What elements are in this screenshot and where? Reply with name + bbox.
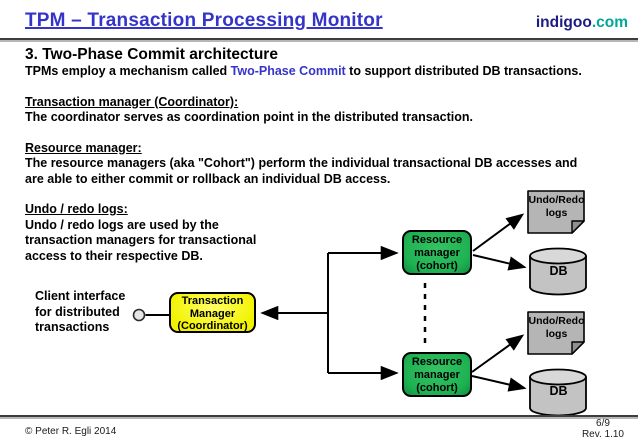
intro-pre: TPMs employ a mechanism called [25,64,231,78]
logo-tld: .com [591,14,628,31]
rm-label-line: (cohort) [416,382,458,394]
rm-label-line: manager [414,369,460,381]
revision-number: Rev. 1.10 [581,429,624,440]
undo-redo-label-bottom: Undo/Redo logs [528,315,585,340]
subsection-line: The resource managers (aka "Cohort") per… [25,156,578,170]
arrow-to-undo-redo-bottom [471,334,525,373]
db-cylinder-bottom [529,368,587,417]
client-label-line: for distributed [35,304,120,319]
logo-name: indigoo [535,14,592,31]
tm-label-line: (Coordinator) [177,320,248,332]
subsection-line: transaction managers for transactional [25,233,257,247]
section-resource-manager: Resource manager: The resource managers … [25,141,627,188]
intro-paragraph: TPMs employ a mechanism called Two-Phase… [25,64,627,80]
rm-label-line: Resource [411,234,463,246]
subsection-line: The coordinator serves as coordination p… [25,110,473,124]
slide-body-text: 3. Two-Phase Commit architecture TPMs em… [25,46,627,264]
client-port-circle [132,308,146,322]
transaction-manager-box: Transaction Manager (Coordinator) [169,292,256,333]
subsection-line: Undo / redo logs are used by the [25,217,219,232]
subsection-line: are able to either commit or rollback an… [25,171,391,186]
client-interface-label: Client interface for distributed transac… [35,289,125,336]
intro-post: to support distributed DB transactions. [345,64,582,78]
page-info: 6/9 Rev. 1.10 [582,418,624,440]
section-transaction-manager: Transaction manager (Coordinator): The c… [25,95,627,126]
indigoo-logo: indigoo.com [536,14,628,32]
client-label-line: transactions [35,320,110,334]
doc-label-line: Undo/Redo [528,315,585,327]
db-label-bottom: DB [549,384,568,398]
tm-label-line: Manager [189,307,236,320]
rm-label-line: manager [414,247,460,259]
header-title: TPM – Transaction Processing Monitor [25,10,383,31]
header-divider [0,38,638,40]
subsection-title: Resource manager: [25,140,142,155]
undo-redo-logs-shape-bottom [527,311,585,355]
section-heading: 3. Two-Phase Commit architecture [25,46,278,63]
client-label-line: Client interface [35,289,126,303]
rm-label-line: Resource [411,356,463,368]
arrow-to-db-bottom [471,375,527,392]
resource-manager-box-bottom: Resource manager (cohort) [402,352,472,397]
footer-divider [0,415,638,417]
rm-label-line: (cohort) [416,260,458,272]
doc-label-line: logs [545,327,568,340]
resource-manager-box-top: Resource manager (cohort) [402,230,472,275]
page-number: 6/9 [596,418,610,429]
intro-highlight: Two-Phase Commit [230,64,346,78]
subsection-title: Transaction manager (Coordinator): [25,94,239,109]
tm-label-line: Transaction [181,295,244,307]
section-undo-redo-logs: Undo / redo logs: Undo / redo logs are u… [25,202,627,264]
subsection-title: Undo / redo logs: [25,202,128,216]
copyright-text: © Peter R. Egli 2014 [25,426,117,437]
db-label-top: DB [549,264,568,278]
subsection-line: access to their respective DB. [25,248,203,263]
